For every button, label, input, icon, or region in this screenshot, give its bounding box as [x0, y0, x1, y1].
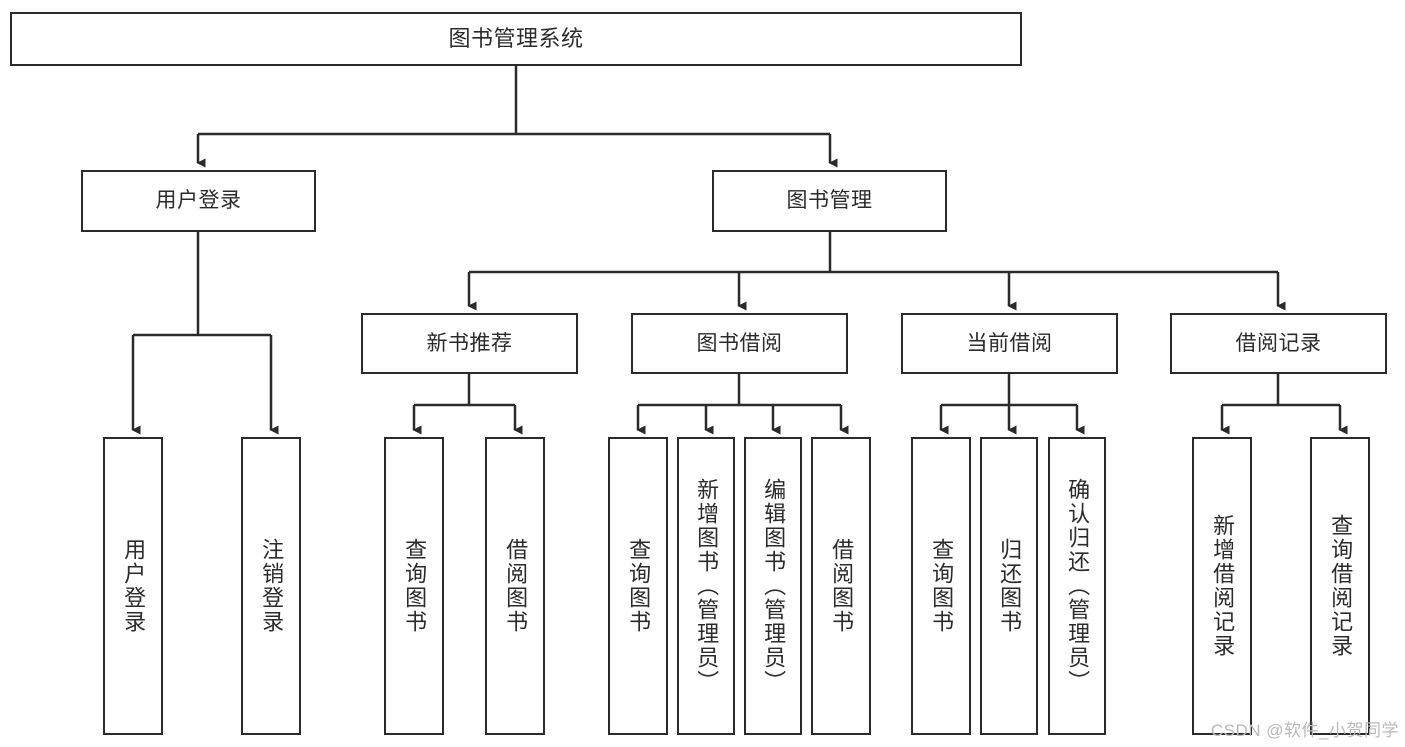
node-leaf-query-record[interactable]: 查询借阅记录 — [1310, 437, 1370, 735]
node-label: 借阅图书 — [503, 538, 529, 634]
node-leaf-query-book-3[interactable]: 查询图书 — [911, 437, 971, 735]
node-leaf-query-book-1[interactable]: 查询图书 — [384, 437, 444, 735]
node-leaf-user-login[interactable]: 用户登录 — [103, 437, 163, 735]
node-leaf-query-book-2[interactable]: 查询图书 — [608, 437, 668, 735]
node-book-borrow[interactable]: 图书借阅 — [631, 313, 848, 374]
node-leaf-add-book[interactable]: 新增图书（管理员） — [677, 437, 735, 735]
node-label: 借阅图书 — [829, 538, 855, 634]
node-label: 查询图书 — [929, 538, 955, 634]
node-leaf-borrow-book-1[interactable]: 借阅图书 — [485, 437, 545, 735]
node-label: 新书推荐 — [426, 331, 513, 355]
node-label: 用户登录 — [121, 538, 147, 634]
node-label: 图书管理系统 — [448, 25, 584, 51]
node-label: 查询图书 — [626, 538, 652, 634]
node-label: 用户登录 — [155, 189, 242, 213]
node-label: 借阅记录 — [1235, 331, 1322, 355]
node-user-login[interactable]: 用户登录 — [81, 170, 316, 232]
node-label: 归还图书 — [997, 538, 1023, 634]
node-label: 当前借阅 — [966, 331, 1053, 355]
node-label: 查询借阅记录 — [1328, 514, 1354, 658]
node-leaf-add-record[interactable]: 新增借阅记录 — [1192, 437, 1252, 735]
csdn-watermark: CSDN @软件_小贺同学 — [1210, 721, 1399, 740]
node-leaf-logout-login[interactable]: 注销登录 — [241, 437, 301, 735]
node-new-book-recommend[interactable]: 新书推荐 — [361, 313, 578, 374]
node-label: 查询图书 — [402, 538, 428, 634]
node-label: 确认归还（管理员） — [1065, 478, 1091, 694]
node-leaf-borrow-book-2[interactable]: 借阅图书 — [811, 437, 871, 735]
node-label: 注销登录 — [259, 538, 285, 634]
node-borrow-record[interactable]: 借阅记录 — [1170, 313, 1387, 374]
node-label: 图书借阅 — [696, 331, 783, 355]
node-leaf-edit-book[interactable]: 编辑图书（管理员） — [744, 437, 802, 735]
node-label: 编辑图书（管理员） — [761, 478, 787, 694]
node-label: 新增借阅记录 — [1210, 514, 1236, 658]
node-current-borrow[interactable]: 当前借阅 — [901, 313, 1118, 374]
node-book-management[interactable]: 图书管理 — [712, 170, 947, 232]
node-leaf-return-book[interactable]: 归还图书 — [980, 437, 1038, 735]
node-label: 图书管理 — [786, 189, 873, 213]
node-label: 新增图书（管理员） — [694, 478, 720, 694]
node-root-system[interactable]: 图书管理系统 — [10, 12, 1022, 66]
node-leaf-confirm-return[interactable]: 确认归还（管理员） — [1048, 437, 1106, 735]
